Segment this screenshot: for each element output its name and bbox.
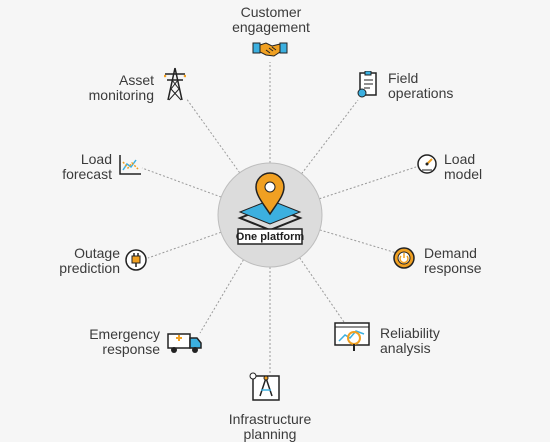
transmission-tower-icon (164, 67, 186, 101)
line-chart-icon (119, 155, 141, 175)
clipboard-worker-icon (357, 71, 377, 98)
node-label-demand-response: Demand response (424, 245, 482, 276)
node-label-customer-engagement: Customer engagement (232, 4, 310, 35)
node-label-emergency-response: Emergency response (89, 326, 160, 357)
node-label-reliability-analysis: Reliability analysis (380, 325, 440, 356)
handshake-icon (252, 42, 288, 57)
node-label-load-forecast: Load forecast (62, 151, 112, 182)
gauge-icon (417, 154, 437, 174)
spoke-demand-response (269, 214, 401, 255)
center-label-box (237, 228, 303, 245)
blueprint-compass-icon (249, 372, 280, 401)
emergency-truck-icon (167, 333, 202, 353)
node-label-load-model: Load model (444, 151, 483, 182)
power-button-icon (393, 247, 415, 269)
node-label-infrastructure-planning: Infrastructure planning (228, 411, 312, 442)
spoke-load-forecast (141, 167, 271, 216)
node-label-outage-prediction: Outage prediction (59, 245, 120, 276)
center-label: One platform (236, 231, 305, 243)
magnifier-chart-icon (334, 322, 370, 351)
center-hub: One platform (217, 162, 323, 268)
spoke-emergency-response (199, 214, 271, 334)
location-pin-icon (255, 172, 285, 216)
node-label-field-operations: Field operations (388, 70, 454, 101)
plug-icon (125, 249, 147, 271)
node-label-asset-monitoring: Asset monitoring (88, 72, 154, 103)
